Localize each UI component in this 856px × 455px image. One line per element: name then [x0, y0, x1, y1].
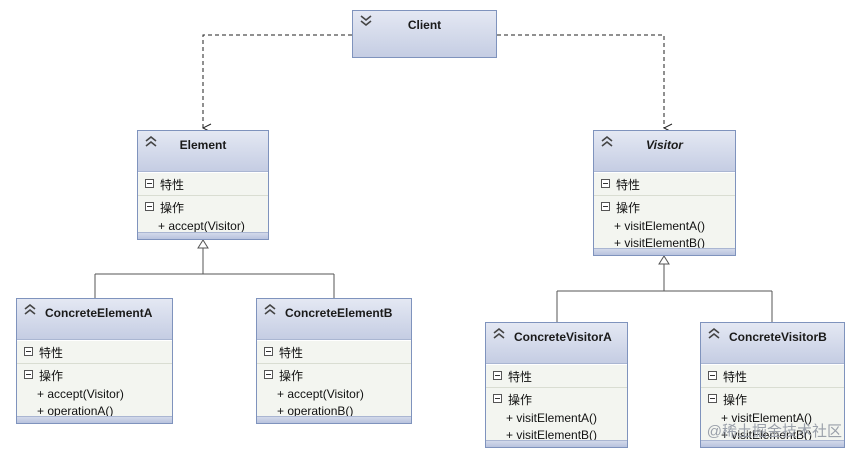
attributes-label: 特性: [616, 178, 641, 192]
operations-label: 操作: [616, 201, 641, 215]
class-header: ConcreteVisitorA: [486, 323, 627, 364]
attributes-label: 特性: [39, 346, 64, 360]
class-footer: [138, 232, 268, 239]
class-name: ConcreteVisitorA: [514, 330, 612, 344]
class-name: ConcreteElementA: [45, 306, 153, 320]
class-concrete-visitor-a[interactable]: ConcreteVisitorA 特性 操作 + visitElementA()…: [485, 322, 628, 448]
watermark: @稀土掘金技术社区: [706, 423, 842, 440]
minus-icon[interactable]: [145, 179, 154, 188]
operation: + visitElementB(): [614, 236, 706, 250]
class-footer: [257, 416, 411, 423]
attributes-section[interactable]: 特性: [701, 364, 844, 387]
class-name: Visitor: [646, 138, 683, 152]
attributes-label: 特性: [160, 178, 185, 192]
operations-label: 操作: [508, 393, 533, 407]
class-header: Element: [138, 131, 268, 172]
operation: + accept(Visitor): [277, 387, 364, 401]
class-footer: [17, 416, 172, 423]
minus-icon[interactable]: [145, 202, 154, 211]
collapse-icon[interactable]: [263, 303, 277, 315]
class-header: Client: [353, 11, 496, 57]
class-element[interactable]: Element 特性 操作 + accept(Visitor): [137, 130, 269, 240]
attributes-section[interactable]: 特性: [486, 364, 627, 387]
attributes-section[interactable]: 特性: [17, 340, 172, 363]
operation: + operationA(): [37, 404, 114, 418]
attributes-label: 特性: [723, 370, 748, 384]
dependency-client-visitor: [497, 34, 664, 128]
collapse-icon[interactable]: [600, 135, 614, 147]
minus-icon[interactable]: [493, 394, 502, 403]
class-footer: [594, 248, 735, 255]
operation: + accept(Visitor): [158, 219, 245, 233]
class-header: ConcreteElementB: [257, 299, 411, 340]
operations-section[interactable]: 操作: [486, 387, 627, 410]
minus-icon[interactable]: [601, 202, 610, 211]
attributes-section[interactable]: 特性: [594, 172, 735, 195]
operations-section[interactable]: 操作: [138, 195, 268, 218]
collapse-icon[interactable]: [23, 303, 37, 315]
class-name: ConcreteVisitorB: [729, 330, 827, 344]
operation: + visitElementA(): [721, 411, 813, 425]
operations-label: 操作: [160, 201, 185, 215]
attributes-section[interactable]: 特性: [257, 340, 411, 363]
attributes-label: 特性: [508, 370, 533, 384]
class-header: Visitor: [594, 131, 735, 172]
operations-label: 操作: [39, 369, 64, 383]
minus-icon[interactable]: [708, 371, 717, 380]
operations-label: 操作: [279, 369, 304, 383]
inheritance-element: [94, 239, 335, 298]
minus-icon[interactable]: [601, 179, 610, 188]
inheritance-visitor: [556, 255, 773, 322]
class-header: ConcreteVisitorB: [701, 323, 844, 364]
class-footer: [701, 440, 844, 447]
class-header: ConcreteElementA: [17, 299, 172, 340]
dependency-client-element: [203, 34, 352, 128]
operations-label: 操作: [723, 393, 748, 407]
operation: + visitElementA(): [614, 219, 706, 233]
minus-icon[interactable]: [264, 347, 273, 356]
class-concrete-element-b[interactable]: ConcreteElementB 特性 操作 + accept(Visitor)…: [256, 298, 412, 424]
attributes-section[interactable]: 特性: [138, 172, 268, 195]
minus-icon[interactable]: [493, 371, 502, 380]
minus-icon[interactable]: [24, 347, 33, 356]
collapse-icon[interactable]: [707, 327, 721, 339]
operations-section[interactable]: 操作: [594, 195, 735, 218]
class-client[interactable]: Client: [352, 10, 497, 58]
operations-section[interactable]: 操作: [701, 387, 844, 410]
class-concrete-visitor-b[interactable]: ConcreteVisitorB 特性 操作 + visitElementA()…: [700, 322, 845, 448]
class-name: ConcreteElementB: [285, 306, 393, 320]
collapse-icon[interactable]: [144, 135, 158, 147]
minus-icon[interactable]: [24, 370, 33, 379]
class-name: Element: [179, 138, 227, 152]
operation: + visitElementA(): [506, 411, 598, 425]
class-footer: [486, 440, 627, 447]
minus-icon[interactable]: [264, 370, 273, 379]
attributes-label: 特性: [279, 346, 304, 360]
expand-icon[interactable]: [359, 15, 373, 27]
class-concrete-element-a[interactable]: ConcreteElementA 特性 操作 + accept(Visitor)…: [16, 298, 173, 424]
operation: + operationB(): [277, 404, 354, 418]
class-visitor[interactable]: Visitor 特性 操作 + visitElementA() + visitE…: [593, 130, 736, 256]
operations-section[interactable]: 操作: [17, 363, 172, 386]
operation: + visitElementB(): [506, 428, 598, 442]
operation: + visitElementB(): [721, 428, 813, 442]
operations-section[interactable]: 操作: [257, 363, 411, 386]
operation: + accept(Visitor): [37, 387, 124, 401]
minus-icon[interactable]: [708, 394, 717, 403]
class-name: Client: [407, 18, 442, 32]
collapse-icon[interactable]: [492, 327, 506, 339]
